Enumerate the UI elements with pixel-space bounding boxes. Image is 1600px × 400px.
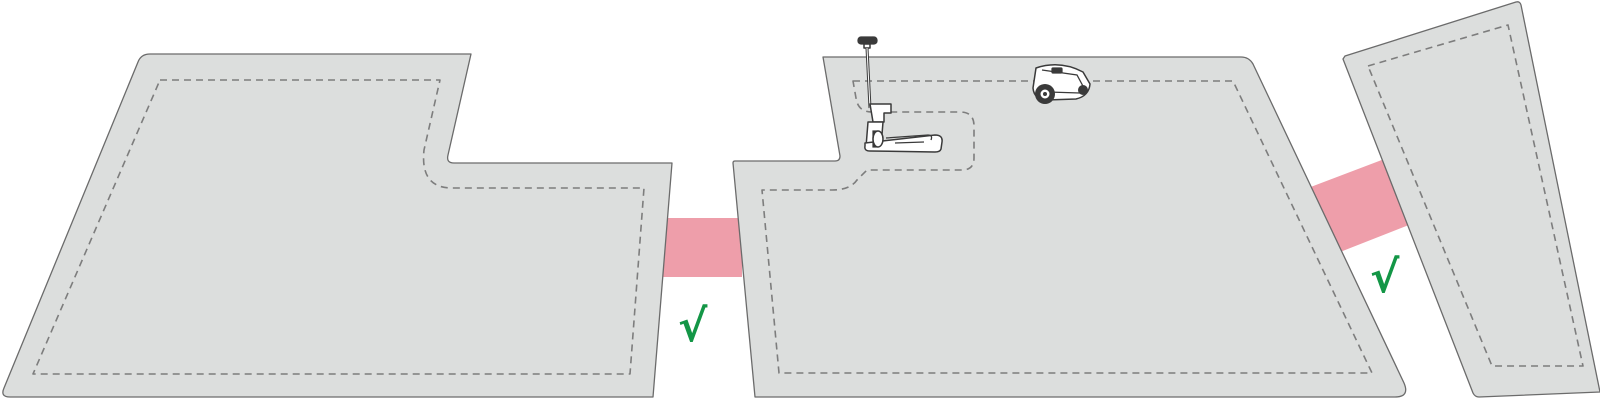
charging-station-icon <box>864 103 943 153</box>
lawn-zone-1-boundary <box>32 79 645 375</box>
corridor-2-3-check: √ <box>1370 252 1400 303</box>
robot-mower-icon <box>1032 64 1091 104</box>
corridor-1-2 <box>660 218 742 277</box>
lawn-zone-2 <box>732 56 1407 398</box>
lawn-zone-3 <box>1342 1 1600 398</box>
corridor-2-3 <box>1308 158 1414 254</box>
gnss-antenna-icon <box>857 36 878 109</box>
lawn-zone-2-boundary <box>761 80 1373 374</box>
lawn-zone-1 <box>2 53 673 398</box>
corridor-1-2-check: √ <box>678 301 708 352</box>
lawn-zone-3-boundary <box>1367 24 1584 367</box>
